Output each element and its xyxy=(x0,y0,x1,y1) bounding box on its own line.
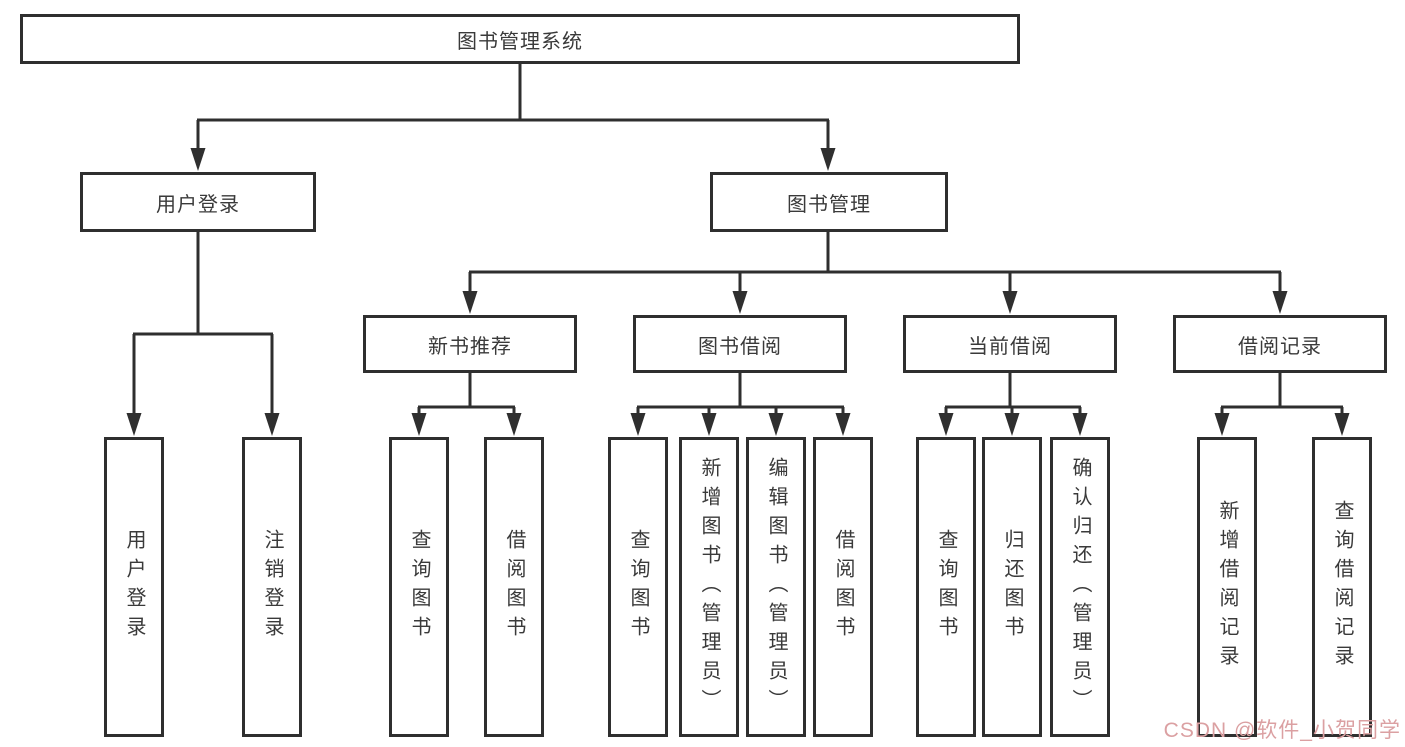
leaf-query-books-borrow: 查询图书 xyxy=(608,437,668,737)
arrowhead-icon xyxy=(462,291,478,314)
leaf-query-borrow-record: 查询借阅记录 xyxy=(1312,437,1372,737)
arrowhead-icon xyxy=(820,148,836,171)
leaf-borrow-books: 借阅图书 xyxy=(813,437,873,737)
arrowhead-icon xyxy=(835,413,851,436)
connector-root-to-level2 xyxy=(190,64,836,171)
node-label: 查询图书 xyxy=(935,529,957,645)
node-label: 当前借阅 xyxy=(968,335,1052,358)
node-label: 编辑图书（管理员） xyxy=(765,456,787,718)
leaf-add-book-admin: 新增图书（管理员） xyxy=(679,437,739,737)
node-label: 图书管理系统 xyxy=(457,30,583,53)
node-label: 用户登录 xyxy=(156,193,240,216)
arrowhead-icon xyxy=(126,413,142,436)
leaf-confirm-return-admin: 确认归还（管理员） xyxy=(1050,437,1110,737)
arrowhead-icon xyxy=(1214,413,1230,436)
node-label: 新增借阅记录 xyxy=(1216,500,1238,674)
leaf-add-borrow-record: 新增借阅记录 xyxy=(1197,437,1257,737)
arrowhead-icon xyxy=(1072,413,1088,436)
node-label: 图书借阅 xyxy=(698,335,782,358)
arrowhead-icon xyxy=(411,413,427,436)
node-label: 确认归还（管理员） xyxy=(1069,456,1091,718)
arrowhead-icon xyxy=(506,413,522,436)
leaf-edit-book-admin: 编辑图书（管理员） xyxy=(746,437,806,737)
node-new-book-recommend: 新书推荐 xyxy=(363,315,577,373)
node-label: 借阅记录 xyxy=(1238,335,1322,358)
node-book-borrow: 图书借阅 xyxy=(633,315,847,373)
node-label: 新增图书（管理员） xyxy=(698,456,720,718)
leaf-logout: 注销登录 xyxy=(242,437,302,737)
leaf-borrow-books-recommend: 借阅图书 xyxy=(484,437,544,737)
leaf-query-books-recommend: 查询图书 xyxy=(389,437,449,737)
node-user-login: 用户登录 xyxy=(80,172,316,232)
node-label: 用户登录 xyxy=(123,529,145,645)
node-label: 借阅图书 xyxy=(503,529,525,645)
arrowhead-icon xyxy=(1272,291,1288,314)
arrowhead-icon xyxy=(264,413,280,436)
connector-recommend-to-leaves xyxy=(411,373,522,436)
arrowhead-icon xyxy=(190,148,206,171)
node-borrow-records: 借阅记录 xyxy=(1173,315,1387,373)
node-book-management: 图书管理 xyxy=(710,172,948,232)
watermark: CSDN @软件_小贺同学 xyxy=(1163,719,1401,742)
connector-userlogin-to-leaves xyxy=(126,232,280,436)
node-current-borrow: 当前借阅 xyxy=(903,315,1117,373)
arrowhead-icon xyxy=(1334,413,1350,436)
node-label: 查询图书 xyxy=(627,529,649,645)
arrowhead-icon xyxy=(1002,291,1018,314)
arrowhead-icon xyxy=(1004,413,1020,436)
arrowhead-icon xyxy=(938,413,954,436)
leaf-query-books-current: 查询图书 xyxy=(916,437,976,737)
node-label: 注销登录 xyxy=(261,529,283,645)
node-label: 查询图书 xyxy=(408,529,430,645)
arrowhead-icon xyxy=(701,413,717,436)
node-label: 图书管理 xyxy=(787,193,871,216)
arrowhead-icon xyxy=(768,413,784,436)
connector-bookborrow-to-leaves xyxy=(630,373,851,436)
arrowhead-icon xyxy=(732,291,748,314)
connector-records-to-leaves xyxy=(1214,373,1350,436)
node-label: 归还图书 xyxy=(1001,529,1023,645)
node-label: 查询借阅记录 xyxy=(1331,500,1353,674)
node-library-system: 图书管理系统 xyxy=(20,14,1020,64)
connector-bookmgmt-to-level3 xyxy=(462,232,1288,314)
connector-currentborrow-to-leaves xyxy=(938,373,1088,436)
leaf-user-login: 用户登录 xyxy=(104,437,164,737)
node-label: 新书推荐 xyxy=(428,335,512,358)
leaf-return-books: 归还图书 xyxy=(982,437,1042,737)
node-label: 借阅图书 xyxy=(832,529,854,645)
arrowhead-icon xyxy=(630,413,646,436)
